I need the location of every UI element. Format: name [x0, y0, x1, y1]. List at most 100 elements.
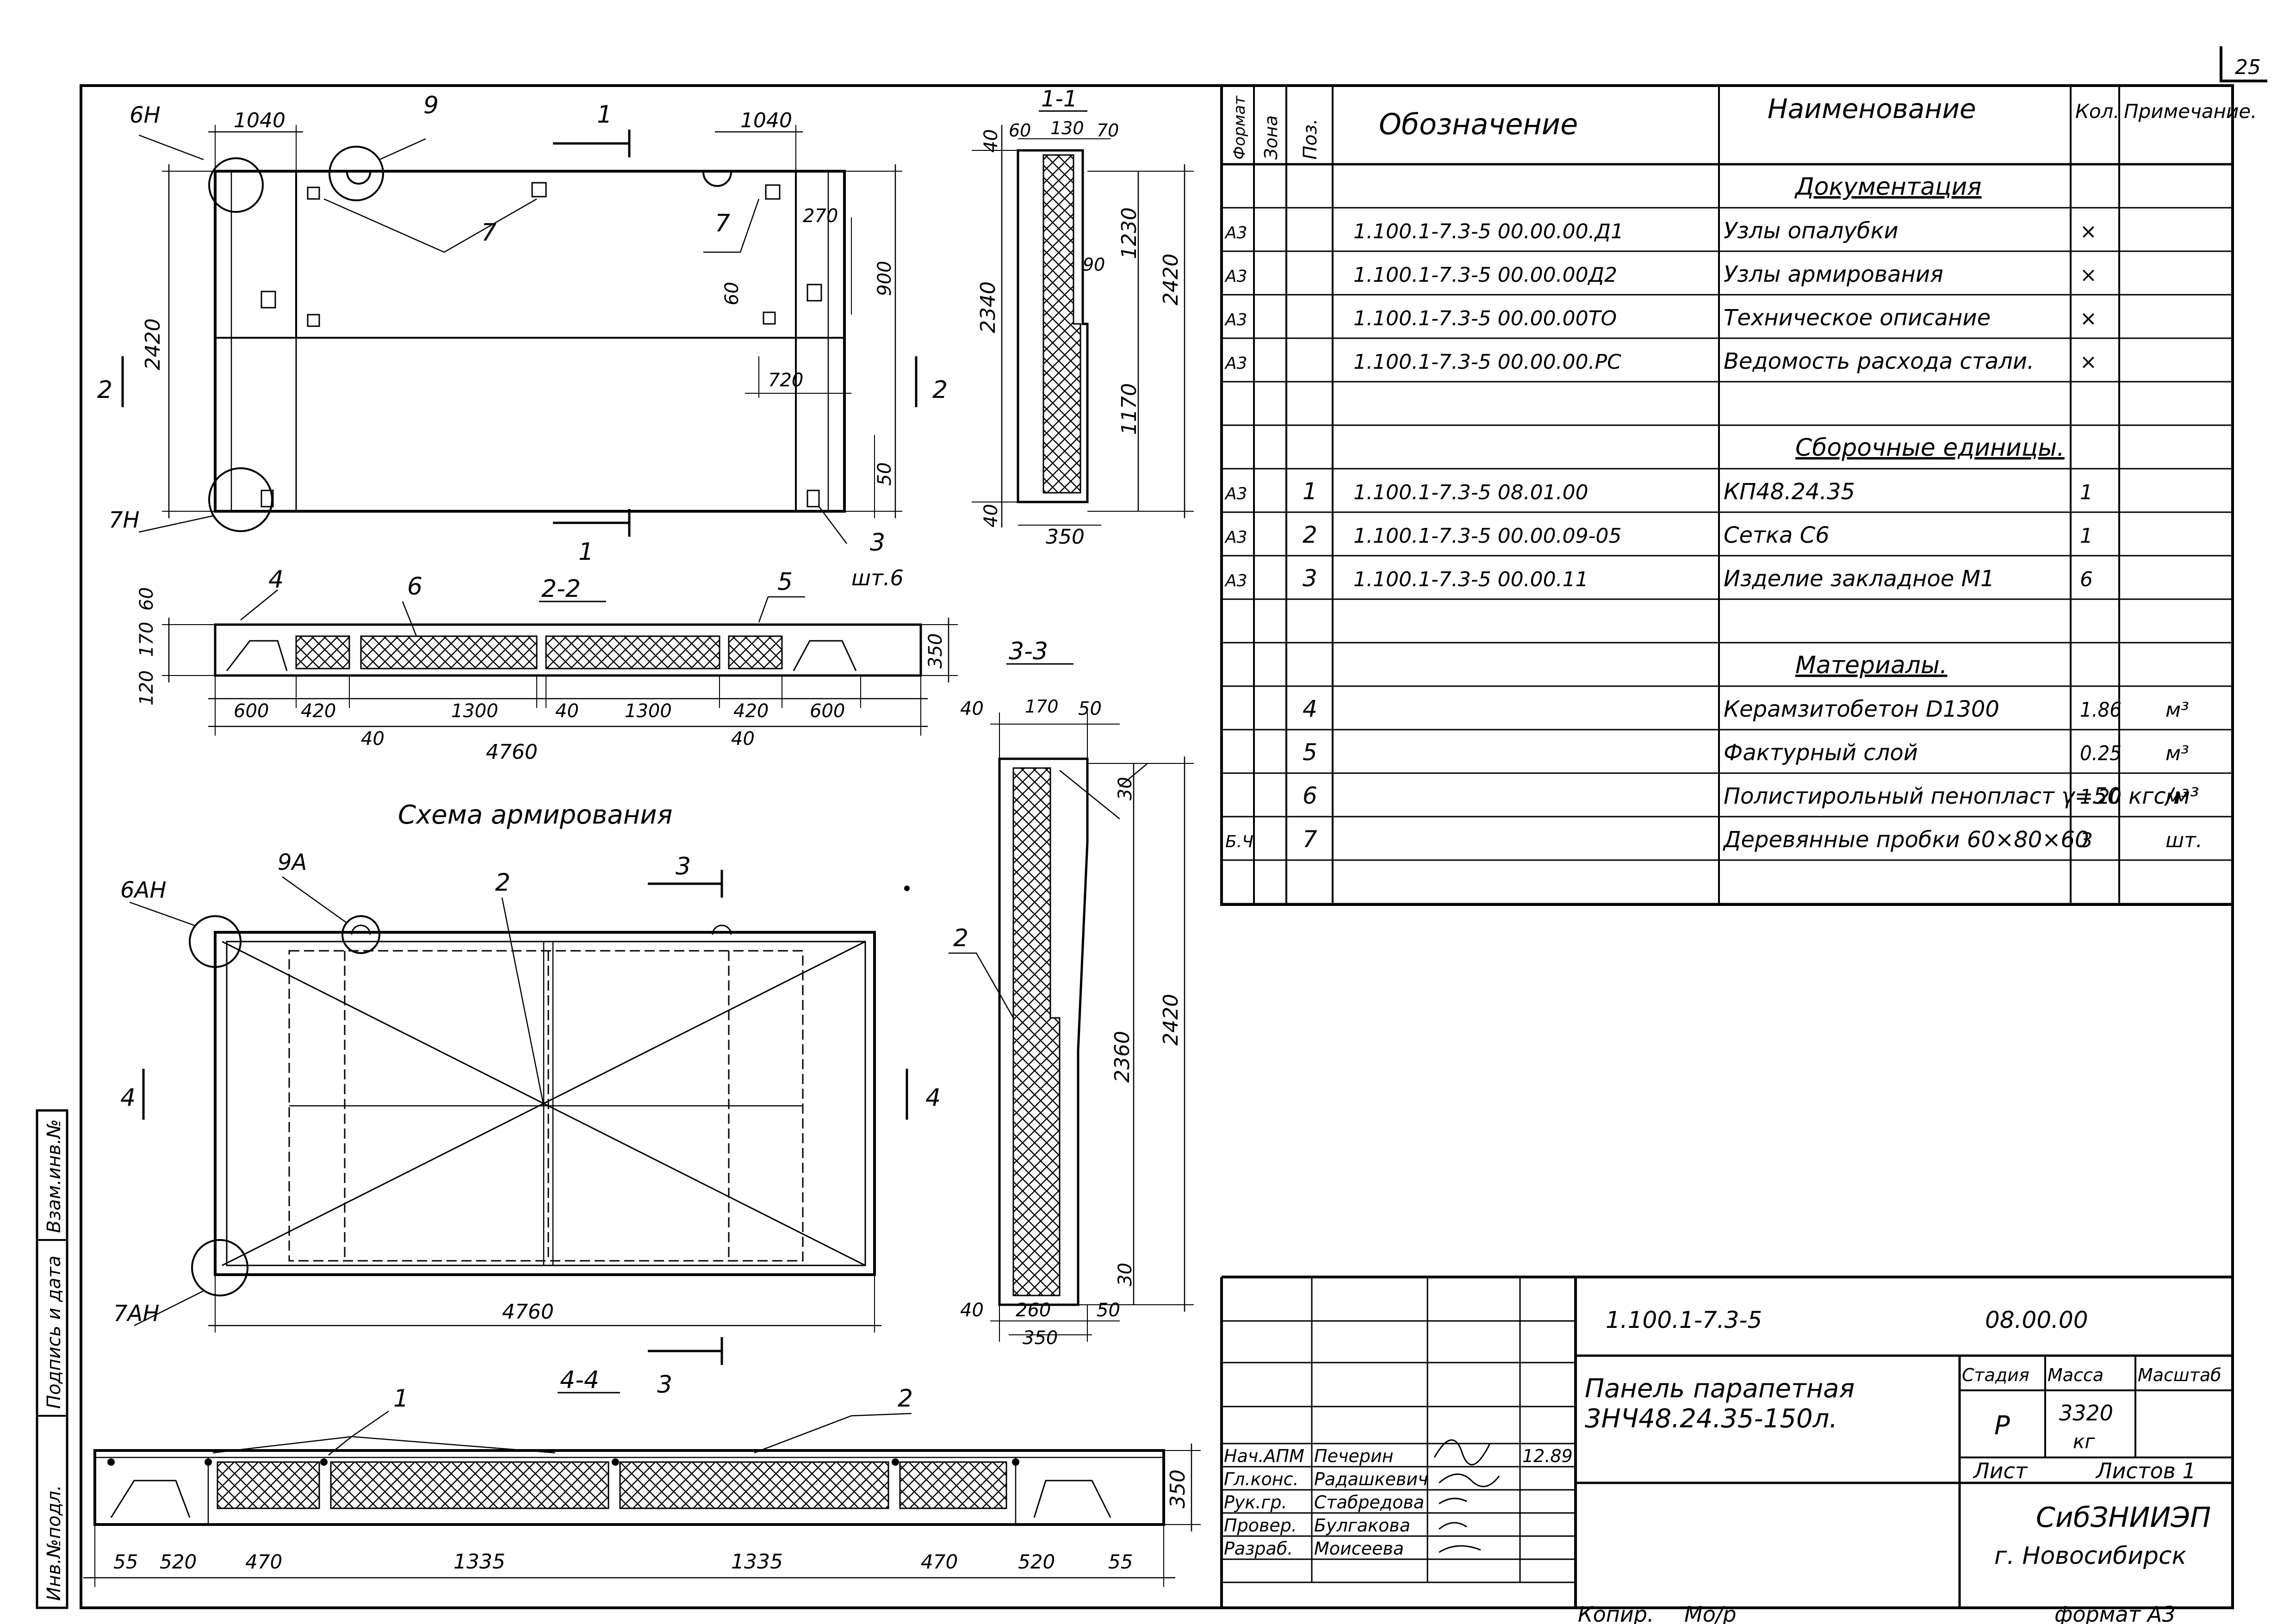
view-33-dim-50-top: 50 [1078, 698, 1102, 719]
scheme-title: Схема армирования [398, 800, 672, 830]
title-sheet-label: Лист [1973, 1458, 2028, 1483]
copy-sign: Мо/р [1684, 1602, 1737, 1624]
view-22-callout-4: 4 [268, 566, 284, 594]
spec-cell-name: Сетка С6 [1724, 522, 1830, 548]
view-11-dim-40-top: 40 [980, 129, 1002, 153]
spec-cell-name: Изделие закладное М1 [1724, 566, 1995, 592]
spec-cell-format: А3 [1224, 571, 1247, 590]
view-section-3-3: 3-3 2 40 170 50 30 2360 2420 30 40 260 5… [949, 638, 1194, 1349]
page-number-box: 25 [2220, 46, 2267, 82]
view-33-dim-2420: 2420 [1159, 994, 1183, 1046]
view-33-dim-40-top: 40 [960, 698, 984, 719]
spec-cell-format: А3 [1224, 267, 1247, 286]
side-stamp: Инв.№подл. Подпись и дата Взам.инв.№ [36, 1109, 68, 1609]
title-person-name: Радашкевич [1314, 1469, 1428, 1489]
view-11-dim-70: 70 [1097, 120, 1119, 141]
spec-cell-name: Узлы опалубки [1724, 218, 1899, 244]
view-44-dim-520-right: 520 [1018, 1550, 1055, 1573]
view-33-callout-2: 2 [953, 924, 968, 952]
view-22-dim-1300-right: 1300 [625, 700, 672, 722]
side-stamp-podpis-data: Подпись и дата [43, 1256, 65, 1409]
view-arm-section-3-bottom: 3 [657, 1371, 672, 1399]
view-arm-callout-2: 2 [495, 869, 510, 897]
view-arm-callout-9a: 9А [278, 849, 307, 875]
page-number: 25 [2235, 56, 2261, 79]
title-person-name: Печерин [1314, 1446, 1393, 1466]
view-11-dim-2340: 2340 [976, 281, 1000, 333]
spec-cell-note: шт. [2165, 829, 2203, 852]
view-main-dim-900: 900 [874, 261, 895, 296]
spec-cell-name: Техническое описание [1724, 305, 1991, 331]
spec-cell-qty: × [2080, 220, 2097, 243]
spec-header-pos: Поз. [1300, 118, 1321, 160]
spec-cell-designation: 1.100.1-7.3-5 00.00.00.РС [1353, 350, 1621, 374]
view-33-dim-30-top: 30 [1115, 777, 1136, 800]
view-44-dim-350: 350 [1166, 1469, 1190, 1508]
specification-table: Формат Зона Поз. Обозначение Наименовани… [1220, 84, 2257, 906]
view-22-callout-6: 6 [407, 573, 422, 601]
title-mass-unit: кг [2073, 1430, 2095, 1453]
spec-cell-format: Б.Ч [1225, 832, 1253, 851]
view-33-title: 3-3 [1009, 638, 1048, 665]
view-33-dim-2360: 2360 [1111, 1031, 1134, 1083]
spec-cell-pos: 4 [1303, 695, 1317, 722]
spec-header-format: Формат [1230, 95, 1249, 160]
view-main-dim-top-right: 1040 [740, 109, 792, 132]
spec-cell-designation: 1.100.1-7.3-5 00.00.00ТО [1353, 307, 1617, 330]
view-22-dim-40-right: 40 [731, 728, 755, 750]
spec-header-qty: Кол. [2075, 100, 2120, 123]
title-person-role: Разраб. [1224, 1538, 1293, 1559]
spec-cell-designation: 1.100.1-7.3-5 00.00.00.Д1 [1353, 220, 1624, 243]
view-22-dim-4760: 4760 [486, 740, 538, 764]
spec-cell-qty: 0.25 [2080, 742, 2122, 765]
view-11-dim-350: 350 [1046, 525, 1085, 549]
title-person-role: Рук.гр. [1224, 1492, 1287, 1512]
title-sheets-label: Листов 1 [2095, 1458, 2196, 1483]
title-product-line2: 3НЧ48.24.35-150л. [1585, 1404, 1837, 1434]
spec-cell-format: А3 [1224, 528, 1247, 547]
title-doc-number: 08.00.00 [1985, 1307, 2088, 1333]
view-main-facade: 1040 1040 2420 270 900 60 720 50 6Н 9 7 … [97, 92, 948, 590]
view-main-section-2-right: 2 [932, 376, 948, 404]
view-main-dim-720: 720 [768, 370, 803, 391]
side-stamp-inv-podl: Инв.№подл. [43, 1485, 65, 1601]
view-main-callout-6n: 6Н [130, 102, 161, 128]
spec-cell-pos: 3 [1303, 565, 1317, 592]
spec-cell-note: м³ [2165, 742, 2189, 765]
view-11-dim-2420: 2420 [1159, 254, 1183, 305]
spec-cell-name: Деревянные пробки 60×80×60 [1723, 827, 2089, 853]
view-44-callout-2: 2 [898, 1385, 913, 1413]
view-22-dim-600-right: 600 [810, 700, 845, 722]
view-arm-section-4-left: 4 [120, 1084, 136, 1112]
view-33-dim-170: 170 [1025, 696, 1059, 717]
title-person-role: Провер. [1224, 1515, 1297, 1536]
side-stamp-vzam-inv: Взам.инв.№ [43, 1119, 65, 1233]
view-22-dim-420-left: 420 [301, 700, 336, 722]
view-main-section-1-bottom: 1 [578, 538, 594, 566]
view-44-dim-55-right: 55 [1108, 1550, 1133, 1573]
spec-cell-qty: × [2080, 350, 2097, 374]
view-11-dim-1170: 1170 [1117, 383, 1141, 435]
title-org-line2: г. Новосибирск [1994, 1542, 2187, 1570]
spec-cell-qty: 1 [2080, 481, 2093, 504]
spec-cell-designation: 1.100.1-7.3-5 00.00.09-05 [1353, 524, 1621, 548]
view-11-dim-60: 60 [1009, 120, 1031, 141]
spec-cell-name: КП48.24.35 [1724, 479, 1855, 505]
view-33-dim-350: 350 [1023, 1327, 1058, 1349]
title-mass-label: Масса [2047, 1365, 2103, 1385]
view-22-callout-5: 5 [777, 568, 793, 596]
spec-cell-name: Сборочные единицы. [1795, 434, 2065, 462]
view-arm-section-3-top: 3 [676, 853, 691, 880]
spec-header-designation: Обозначение [1379, 107, 1578, 141]
view-arm-section-4-right: 4 [925, 1084, 941, 1112]
view-44-dim-1335-right: 1335 [731, 1550, 783, 1574]
spec-cell-pos: 2 [1303, 521, 1317, 548]
view-22-dim-420-right: 420 [733, 700, 769, 722]
spec-header-zone: Зона [1261, 115, 1281, 160]
view-main-dim-height: 2420 [141, 318, 165, 370]
view-22-dim-40-mid: 40 [555, 700, 579, 722]
title-person-role: Нач.АПМ [1224, 1446, 1304, 1466]
format-label: формат А3 [2054, 1602, 2176, 1624]
